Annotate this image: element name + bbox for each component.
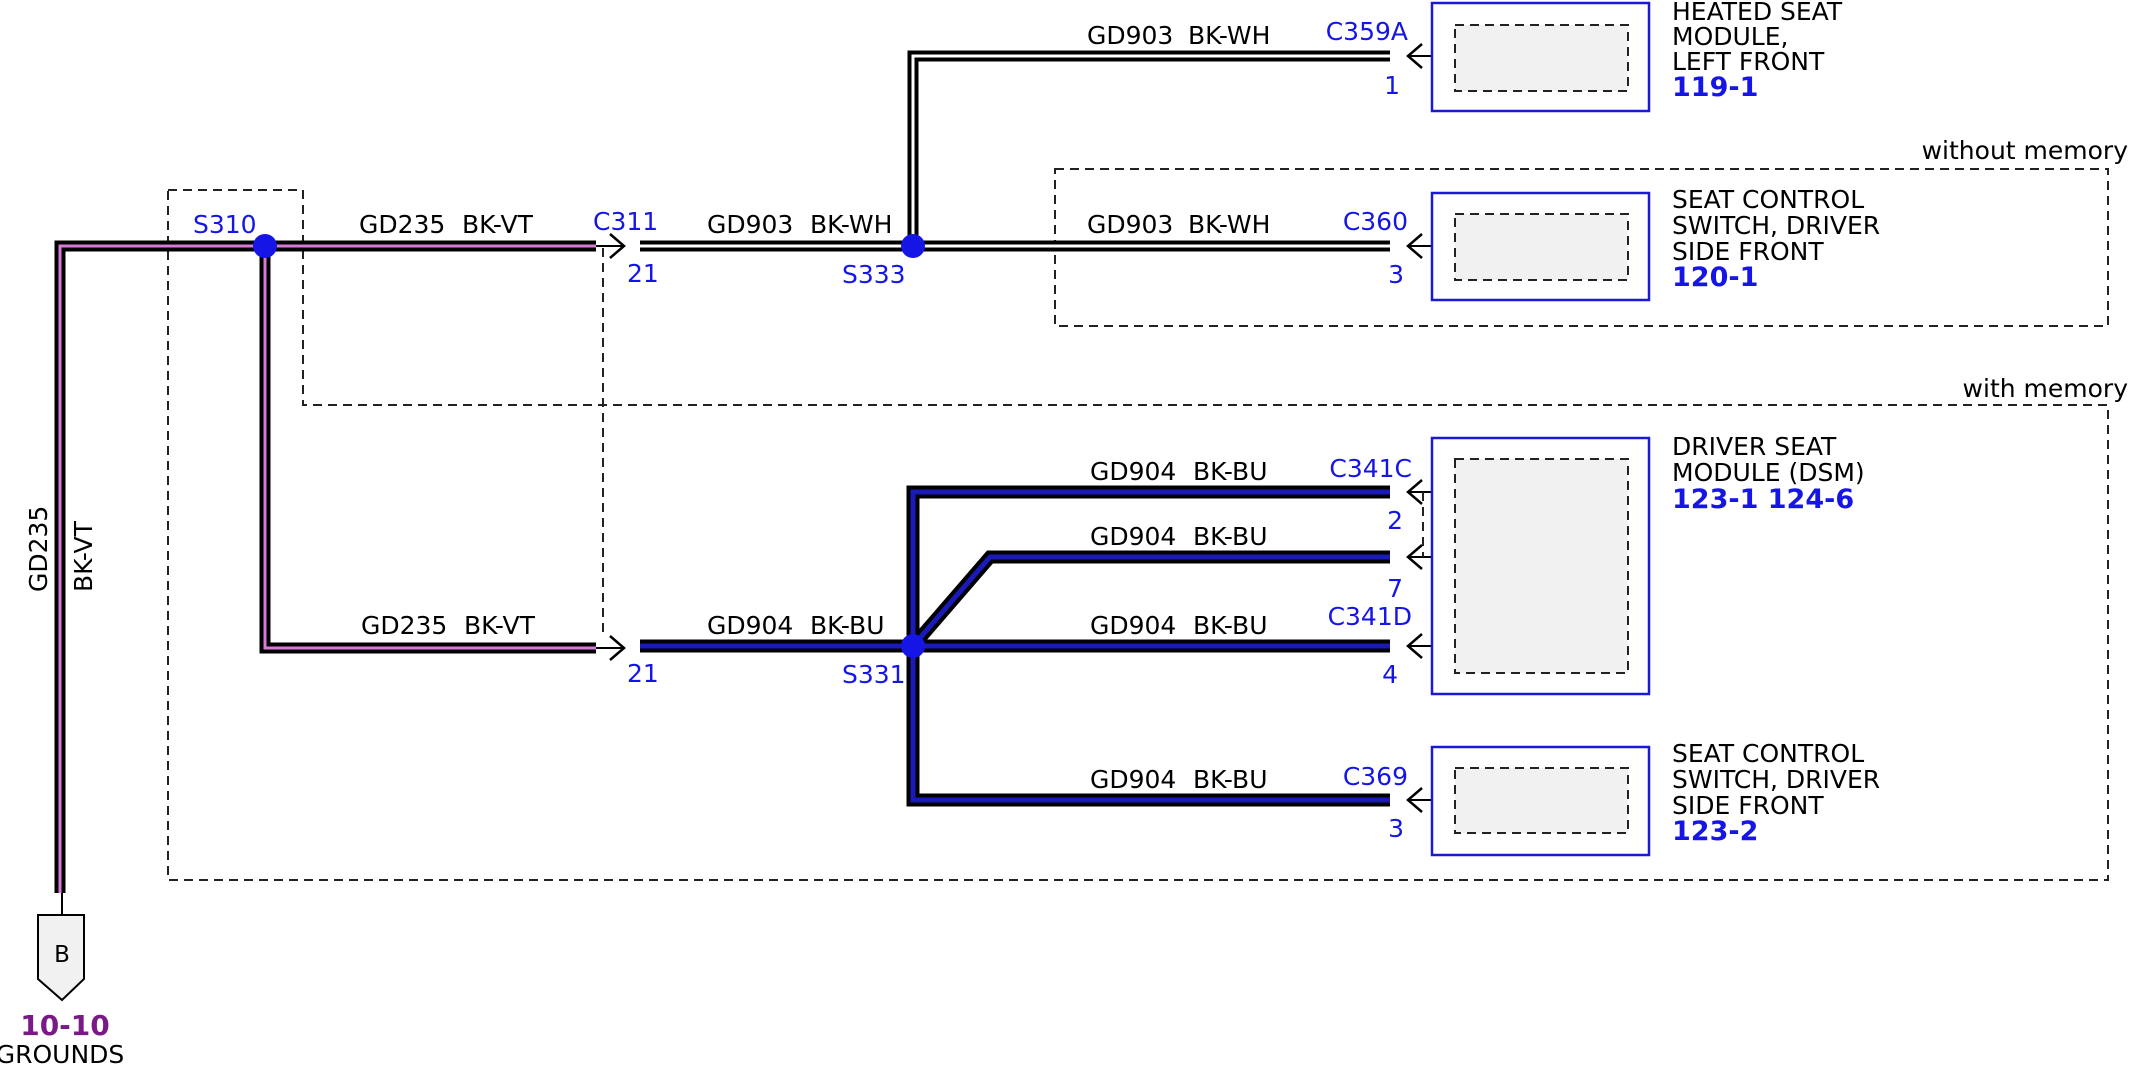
seat-switch-1-name-2: SWITCH, DRIVER xyxy=(1672,211,1880,240)
connector-c341d-label: C341D xyxy=(1328,602,1412,631)
wire-gd235-branch-stripe xyxy=(263,246,596,650)
c311-arrow-top xyxy=(596,233,626,259)
wire-label-gd904-mid-color: BK-BU xyxy=(810,611,885,640)
wire-label-gd235-vertical-color: BK-VT xyxy=(69,520,98,592)
connector-c341c-label: C341C xyxy=(1329,454,1412,483)
connector-c360-label: C360 xyxy=(1343,207,1408,236)
splice-s333-dot xyxy=(901,234,925,258)
connector-c311-pin-bottom: 21 xyxy=(627,659,659,688)
wire-label-gd235-bottom-color: BK-VT xyxy=(464,611,536,640)
wire-gd235-main-stripe xyxy=(58,244,596,893)
wire-gd904 xyxy=(640,485,1390,807)
wire-label-gd904-c369-color: BK-BU xyxy=(1193,765,1268,794)
wire-labels: GD235 BK-VT GD235 BK-VT GD235 BK-VT GD90… xyxy=(24,21,1270,794)
wire-label-gd904-pin4-color: BK-BU xyxy=(1193,611,1268,640)
connector-arrows-components xyxy=(1406,43,1456,813)
dsm-name-1: DRIVER SEAT xyxy=(1672,432,1837,461)
wire-gd235-branch xyxy=(259,246,596,654)
wire-label-gd904-pin2-color: BK-BU xyxy=(1193,457,1268,486)
connector-c360-pin: 3 xyxy=(1388,260,1404,289)
splice-s333-label: S333 xyxy=(842,260,906,289)
heated-seat-name-1: HEATED SEAT xyxy=(1672,0,1843,26)
seat-switch-1-ref: 120-1 xyxy=(1672,262,1758,293)
wire-label-gd904-c369-circuit: GD904 xyxy=(1090,765,1176,794)
ground-name: GROUNDS xyxy=(0,1040,124,1067)
dsm-ref: 123-1 124-6 xyxy=(1672,484,1854,515)
wire-label-gd904-pin2-circuit: GD904 xyxy=(1090,457,1176,486)
wire-label-gd903-c359a-circuit: GD903 xyxy=(1087,21,1173,50)
option-label-without-memory: without memory xyxy=(1922,136,2129,165)
wire-label-gd904-mid-circuit: GD904 xyxy=(707,611,793,640)
component-heated-seat-module: HEATED SEAT MODULE, LEFT FRONT 119-1 xyxy=(1430,0,1843,113)
dsm-name-2: MODULE (DSM) xyxy=(1672,458,1865,487)
ground-page-ref[interactable]: 10-10 xyxy=(20,1009,110,1042)
connector-c369-label: C369 xyxy=(1343,762,1408,791)
splice-s310-label: S310 xyxy=(193,210,257,239)
connector-c369-pin: 3 xyxy=(1388,814,1404,843)
wire-label-gd903-mid-circuit: GD903 xyxy=(707,210,793,239)
wire-gd235-main xyxy=(54,240,596,893)
splice-s331-dot xyxy=(901,634,925,658)
wire-label-gd904-pin7-color: BK-BU xyxy=(1193,522,1268,551)
seat-switch-1-name-1: SEAT CONTROL xyxy=(1672,185,1864,214)
heated-seat-name-3: LEFT FRONT xyxy=(1672,47,1825,76)
ground-pentagon-icon xyxy=(37,914,85,1002)
connector-c311-label: C311 xyxy=(593,207,658,236)
heated-seat-ref: 119-1 xyxy=(1672,72,1758,103)
seat-switch-2-name-3: SIDE FRONT xyxy=(1672,791,1824,820)
seat-switch-1-name-3: SIDE FRONT xyxy=(1672,237,1824,266)
wire-label-gd904-pin4-circuit: GD904 xyxy=(1090,611,1176,640)
component-seat-control-switch-1: SEAT CONTROL SWITCH, DRIVER SIDE FRONT 1… xyxy=(1430,185,1880,302)
wire-label-gd235-top-color: BK-VT xyxy=(462,210,534,239)
connector-c359a-pin: 1 xyxy=(1384,71,1400,100)
heated-seat-name-2: MODULE, xyxy=(1672,22,1788,51)
wire-label-gd235-vertical-circuit: GD235 xyxy=(24,506,53,592)
ground-reference[interactable]: B 10-10 GROUNDS xyxy=(0,893,124,1067)
wire-gd235 xyxy=(54,240,596,893)
wire-label-gd904-pin7-circuit: GD904 xyxy=(1090,522,1176,551)
ground-letter: B xyxy=(54,942,70,968)
option-label-with-memory: with memory xyxy=(1963,374,2129,403)
connector-c341c-pin-2: 2 xyxy=(1387,506,1403,535)
wire-label-gd903-mid-color: BK-WH xyxy=(810,210,892,239)
wire-label-gd903-c360-circuit: GD903 xyxy=(1087,210,1173,239)
seat-switch-2-name-1: SEAT CONTROL xyxy=(1672,739,1864,768)
seat-switch-2-name-2: SWITCH, DRIVER xyxy=(1672,765,1880,794)
wire-label-gd903-c359a-color: BK-WH xyxy=(1188,21,1270,50)
splice-s310-dot xyxy=(253,234,277,258)
component-driver-seat-module: DRIVER SEAT MODULE (DSM) 123-1 124-6 xyxy=(1430,432,1865,696)
connector-c311-pin-top: 21 xyxy=(627,259,659,288)
wire-label-gd235-bottom-circuit: GD235 xyxy=(361,611,447,640)
c311-arrow-bottom xyxy=(596,635,626,661)
option-region-without-memory xyxy=(167,189,2109,881)
connector-c341c-pin-7: 7 xyxy=(1387,574,1403,603)
component-seat-control-switch-2: SEAT CONTROL SWITCH, DRIVER SIDE FRONT 1… xyxy=(1430,739,1880,857)
splice-s331-label: S331 xyxy=(842,660,906,689)
wire-label-gd235-top-circuit: GD235 xyxy=(359,210,445,239)
wire-gd903 xyxy=(640,50,1390,252)
connector-c359a-label: C359A xyxy=(1326,17,1408,46)
connector-c341d-pin: 4 xyxy=(1382,660,1398,689)
seat-switch-2-ref: 123-2 xyxy=(1672,816,1758,847)
wire-label-gd903-c360-color: BK-WH xyxy=(1188,210,1270,239)
